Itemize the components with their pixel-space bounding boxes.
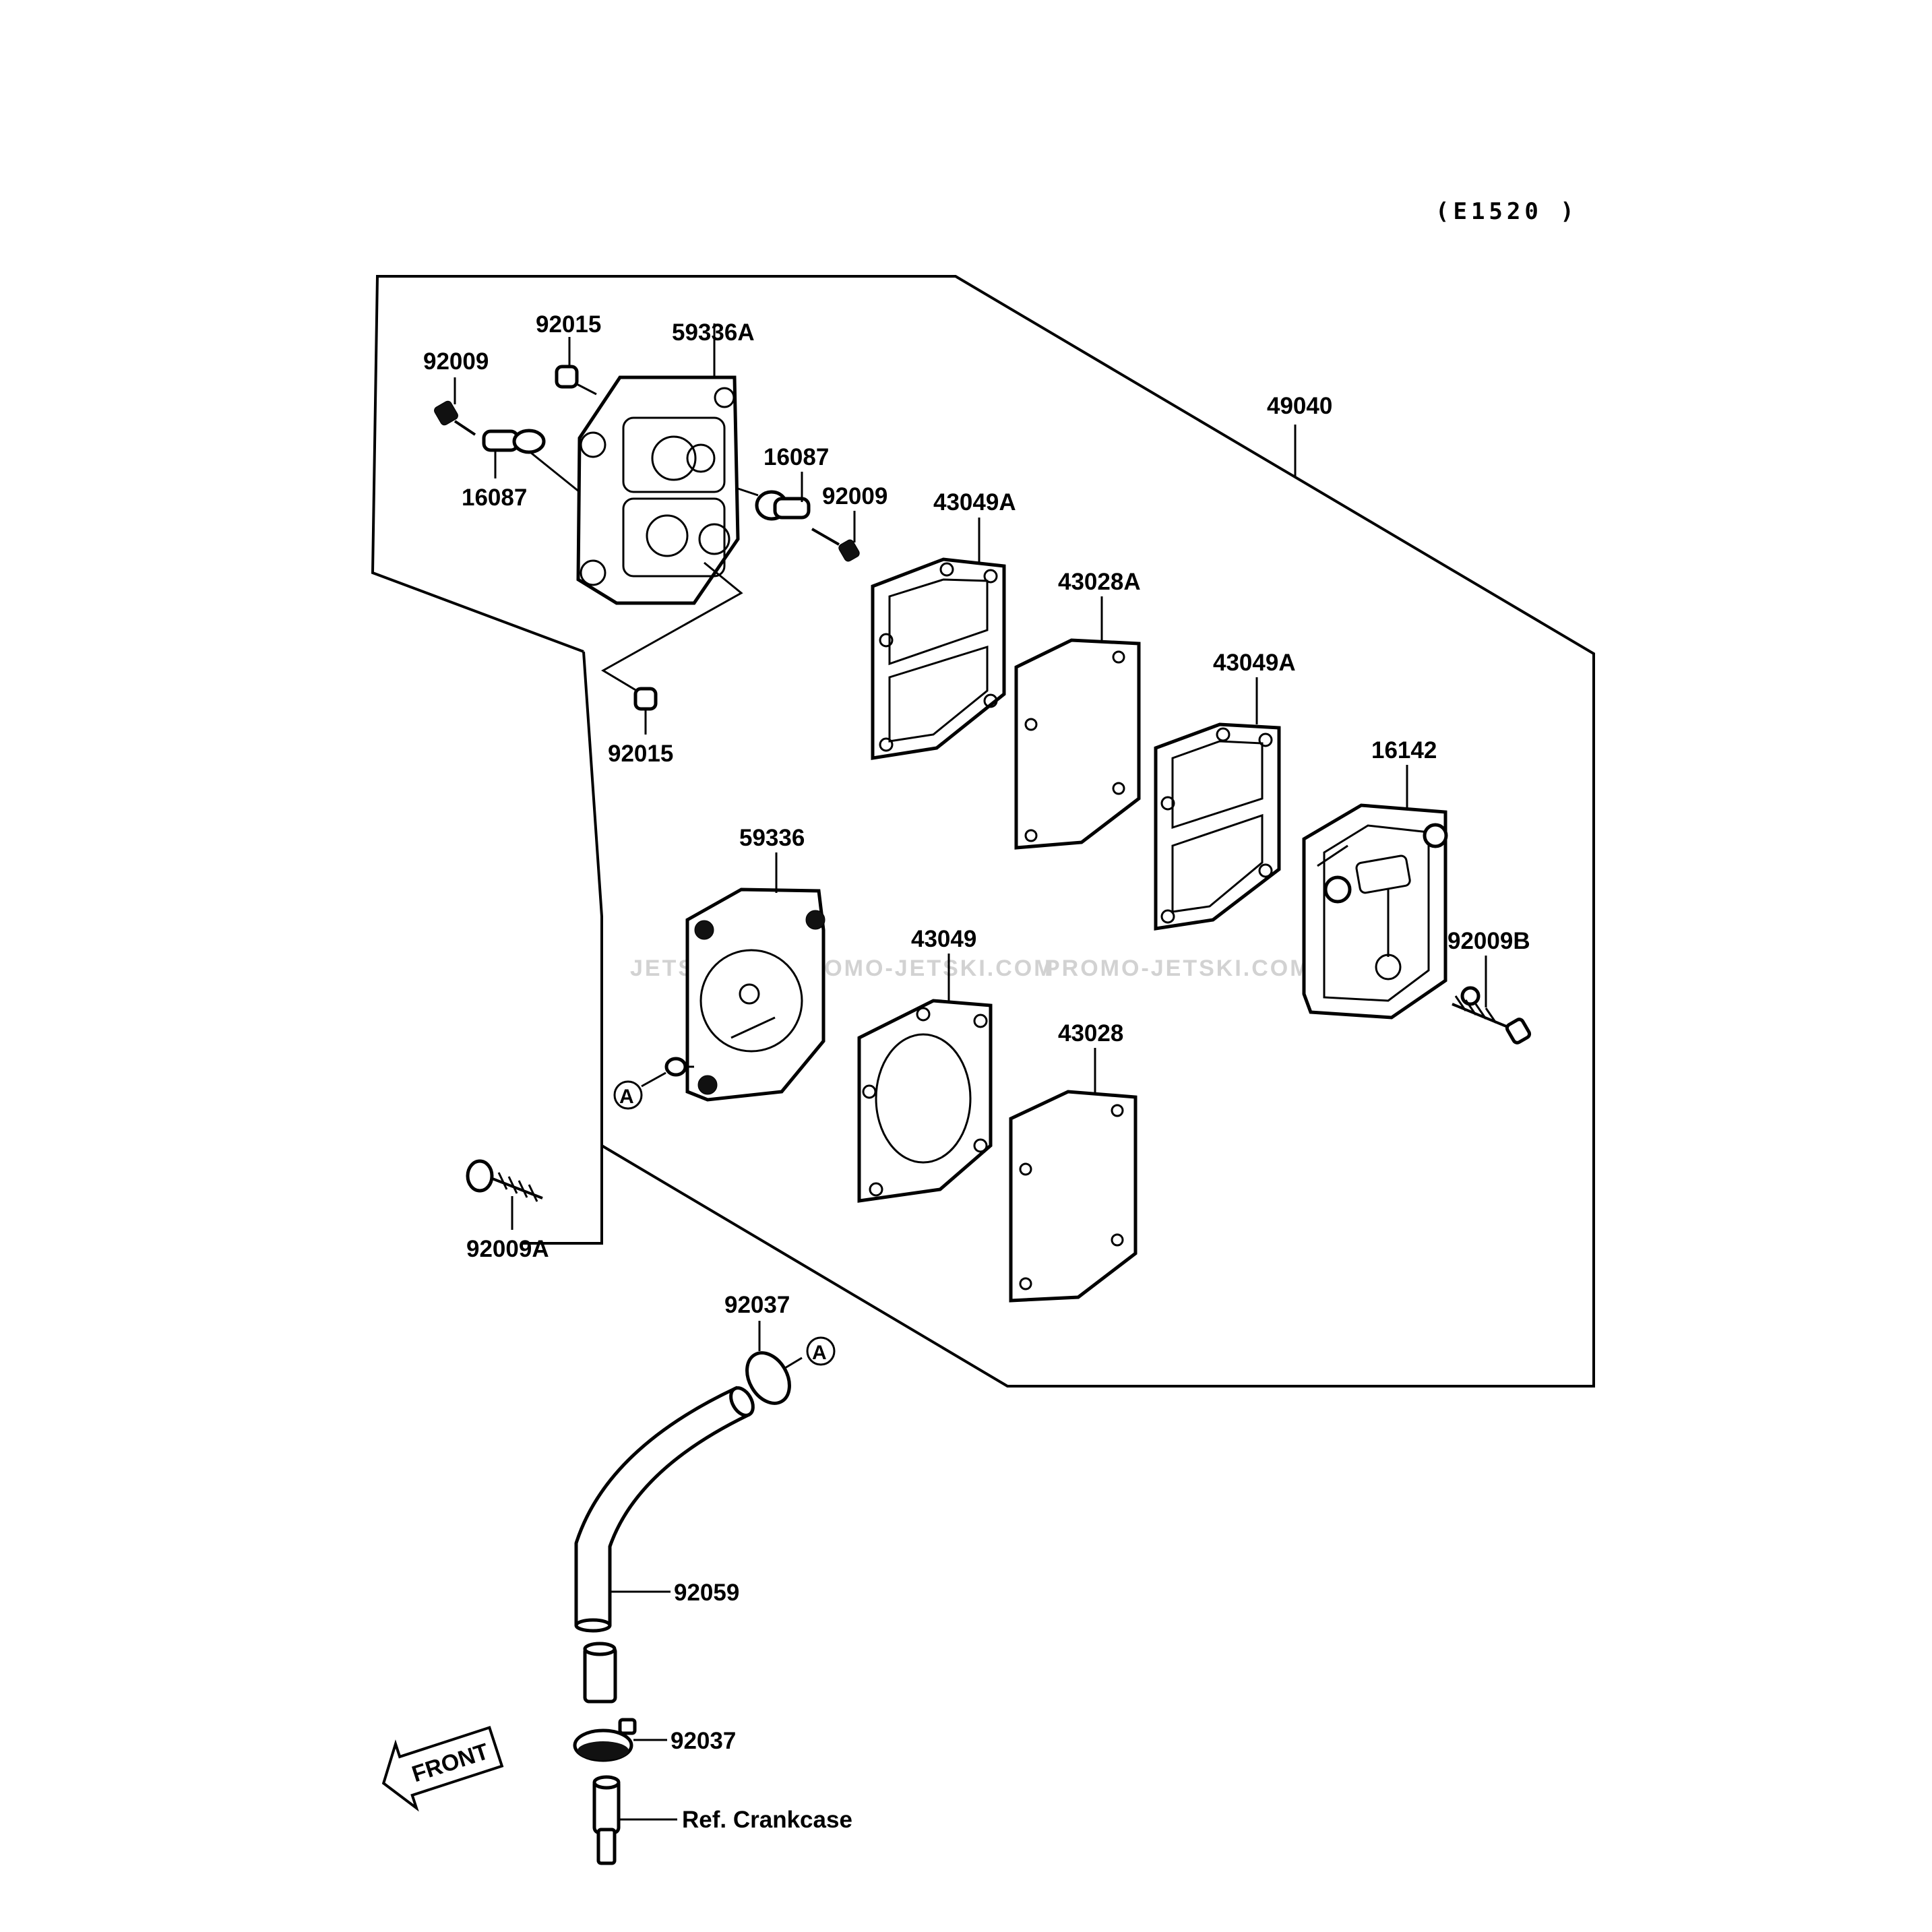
label-92037-top: 92037 (724, 1292, 790, 1318)
label-16087-right: 16087 (764, 444, 829, 470)
label-59336A: 59336A (672, 319, 755, 346)
nut-92015-top (555, 365, 597, 396)
label-92015-bottom: 92015 (608, 741, 673, 767)
front-arrow: FRONT (381, 1726, 504, 1812)
assembly-outline (371, 275, 1595, 1388)
label-92009-left: 92009 (423, 348, 489, 375)
gasket-43049A-1 (871, 557, 1006, 760)
label-43049A-1: 43049A (933, 489, 1016, 516)
front-label: FRONT (409, 1739, 492, 1787)
gasket-43049 (857, 999, 993, 1203)
label-49040: 49040 (1267, 393, 1332, 419)
label-92009-right: 92009 (822, 483, 887, 509)
fitting-16087-left (482, 429, 580, 493)
label-43049: 43049 (911, 926, 976, 952)
assembly-inner-bracket (522, 651, 603, 1245)
svg-text:A: A (619, 1086, 634, 1108)
watermark-2: PROMO-JETSKI.COM (788, 956, 1055, 981)
fitting-16087-right (737, 487, 811, 521)
diagram-code: (E1520 ) (1435, 198, 1578, 225)
label-92015-top: 92015 (536, 311, 601, 338)
clamp-92037-top (745, 1351, 803, 1405)
marker-a-right: A (806, 1336, 836, 1366)
label-92037-bottom: 92037 (671, 1728, 736, 1754)
label-16087-left: 16087 (462, 485, 527, 511)
svg-text:A: A (812, 1342, 827, 1364)
gasket-43049A-2 (1154, 722, 1281, 931)
label-43049A-2: 43049A (1213, 650, 1296, 676)
plate-43028A (1014, 638, 1141, 850)
marker-a-left: A (613, 1071, 666, 1110)
pump-cover-59336A (576, 375, 740, 605)
bolt-92009B (1452, 986, 1532, 1045)
label-43028: 43028 (1058, 1020, 1123, 1047)
screw-92009-left (434, 400, 476, 436)
cover-16142 (1302, 803, 1448, 1020)
screw-92009-right (811, 528, 860, 562)
label-92059: 92059 (674, 1580, 739, 1606)
label-ref-crankcase: Ref. Crankcase (682, 1807, 852, 1833)
label-59336: 59336 (739, 825, 805, 851)
label-43028A: 43028A (1058, 569, 1141, 595)
watermark-3: PROMO-JETSKI.COM (1045, 956, 1311, 981)
hose-92059 (574, 1385, 755, 1633)
crankcase-fitting (592, 1775, 621, 1865)
label-92009B: 92009B (1447, 928, 1530, 954)
label-92009A: 92009A (466, 1236, 549, 1262)
pump-body-59336 (664, 887, 825, 1102)
label-16142: 16142 (1371, 737, 1437, 764)
bolt-92009A (466, 1159, 543, 1202)
clamp-92037-bottom (573, 1718, 637, 1762)
plate-43028 (1009, 1090, 1138, 1303)
hose-segment (583, 1642, 617, 1704)
